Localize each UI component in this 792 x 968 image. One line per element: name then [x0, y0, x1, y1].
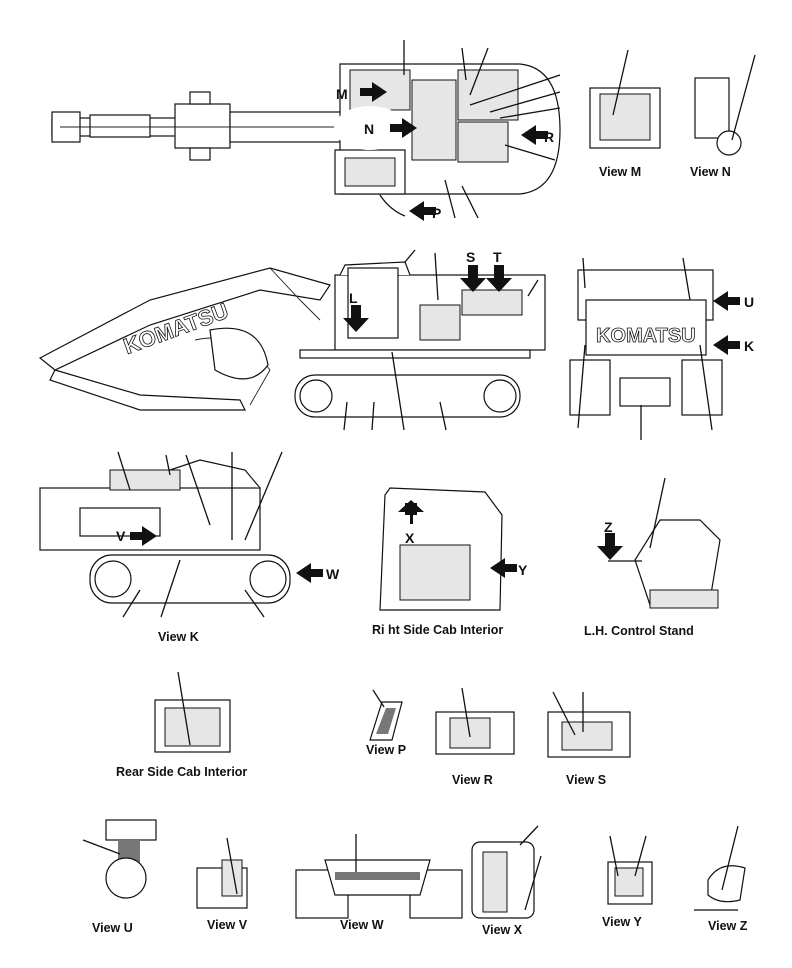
view-n: View N: [690, 54, 756, 179]
rear-brand-text: KOMATSU: [596, 325, 696, 347]
rear-cab-caption: Rear Side Cab Interior: [116, 765, 247, 779]
arrow-label-l: L: [349, 290, 358, 306]
view-x: View X: [471, 825, 542, 937]
side-view-machine: KOMATSU L S T: [38, 249, 546, 431]
view-v-caption: View V: [207, 918, 248, 932]
lh-control-stand: Z L.H. Control Stand: [584, 477, 721, 638]
arrow-label-y: Y: [518, 562, 528, 578]
arrow-label-u: U: [744, 294, 754, 310]
view-m: View M: [589, 49, 661, 179]
view-m-caption: View M: [599, 165, 641, 179]
view-s: View S: [547, 691, 631, 787]
view-w-caption: View W: [340, 918, 384, 932]
view-y-caption: View Y: [602, 915, 643, 929]
arrow-label-s: S: [466, 249, 475, 265]
view-r-caption: View R: [452, 773, 493, 787]
view-p: View P: [366, 689, 406, 757]
arrow-label-n: N: [364, 121, 374, 137]
view-x-caption: View X: [482, 923, 523, 937]
view-z-caption: View Z: [708, 919, 748, 933]
arrow-label-z: Z: [604, 519, 613, 535]
arrow-label-k: K: [744, 338, 754, 354]
view-r: View R: [435, 687, 515, 787]
arrow-label-t: T: [493, 249, 502, 265]
lh-control-caption: L.H. Control Stand: [584, 624, 694, 638]
arrow-label-r: R: [544, 129, 554, 145]
view-v: View V: [196, 837, 248, 932]
view-u-caption: View U: [92, 921, 133, 935]
arrow-label-w: W: [326, 566, 340, 582]
view-w: View W: [295, 834, 463, 932]
view-k-caption: View K: [158, 630, 199, 644]
view-u: View U: [82, 819, 157, 935]
right-side-cab-interior: X Y Ri ht Side Cab Interior: [372, 487, 528, 637]
arrow-label-m: M: [336, 86, 348, 102]
rear-view-machine: KOMATSU U K: [569, 257, 754, 440]
arrow-label-p: P: [432, 205, 441, 221]
view-n-caption: View N: [690, 165, 731, 179]
arrow-label-x: X: [405, 530, 415, 546]
right-cab-caption: Ri ht Side Cab Interior: [372, 623, 503, 637]
rear-side-cab-interior: Rear Side Cab Interior: [116, 671, 247, 779]
view-p-caption: View P: [366, 743, 406, 757]
arrow-label-v: V: [116, 528, 126, 544]
view-y: View Y: [602, 835, 653, 929]
view-z: View Z: [694, 825, 748, 933]
view-s-caption: View S: [566, 773, 606, 787]
top-view-machine: M N R P: [51, 40, 561, 221]
view-k: V W View K: [39, 451, 340, 644]
